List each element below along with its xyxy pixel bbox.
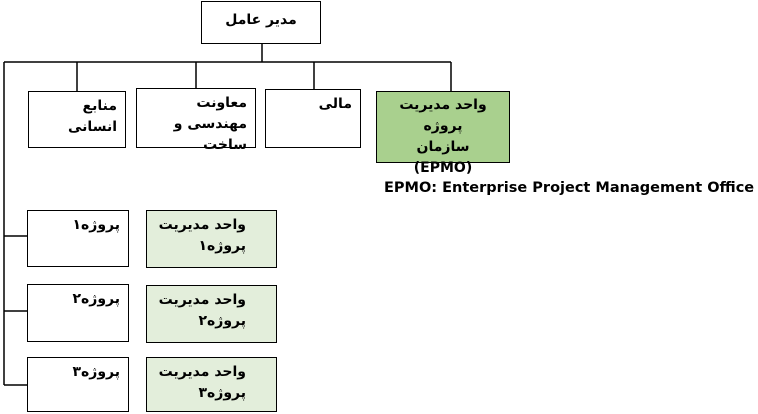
- dept-label: ساخت: [203, 137, 247, 153]
- dept-label: (EPMO): [413, 160, 473, 176]
- dept-box-engineering: معاونت مهندسی و ساخت: [136, 88, 256, 153]
- ceo-box: مدیر عامل: [201, 1, 321, 44]
- pmu-label: پروژه۳: [198, 385, 246, 401]
- project-box-1: پروژه۱: [27, 210, 129, 267]
- project-label: پروژه۲: [72, 291, 120, 307]
- pmu-label: پروژه۱: [198, 238, 246, 254]
- dept-label: سازمان: [416, 139, 470, 155]
- dept-box-hr: منابع انسانی: [28, 91, 126, 148]
- project-box-3: پروژه۳: [27, 357, 129, 412]
- epmo-caption: EPMO: Enterprise Project Management Offi…: [384, 180, 755, 196]
- pmu-box-1: واحد مدیریت پروژه۱: [146, 210, 277, 268]
- dept-label: مالی: [318, 96, 352, 112]
- pmu-label: پروژه۲: [198, 313, 246, 329]
- pmu-box-3: واحد مدیریت پروژه۳: [146, 357, 277, 412]
- pmu-box-2: واحد مدیریت پروژه۲: [146, 285, 277, 343]
- pmu-label: واحد مدیریت: [158, 364, 246, 380]
- dept-box-epmo: واحد مدیریت پروژه سازمان (EPMO): [376, 91, 510, 176]
- pmu-label: واحد مدیریت: [158, 292, 246, 308]
- dept-box-finance: مالی: [265, 89, 361, 148]
- project-label: پروژه۱: [72, 217, 120, 233]
- pmu-label: واحد مدیریت: [158, 217, 246, 233]
- project-label: پروژه۳: [72, 364, 120, 380]
- project-box-2: پروژه۲: [27, 284, 129, 342]
- dept-label: معاونت مهندسی و: [173, 95, 247, 132]
- dept-label: منابع انسانی: [68, 98, 117, 135]
- ceo-label: مدیر عامل: [225, 12, 297, 28]
- dept-label: واحد مدیریت پروژه: [399, 97, 487, 134]
